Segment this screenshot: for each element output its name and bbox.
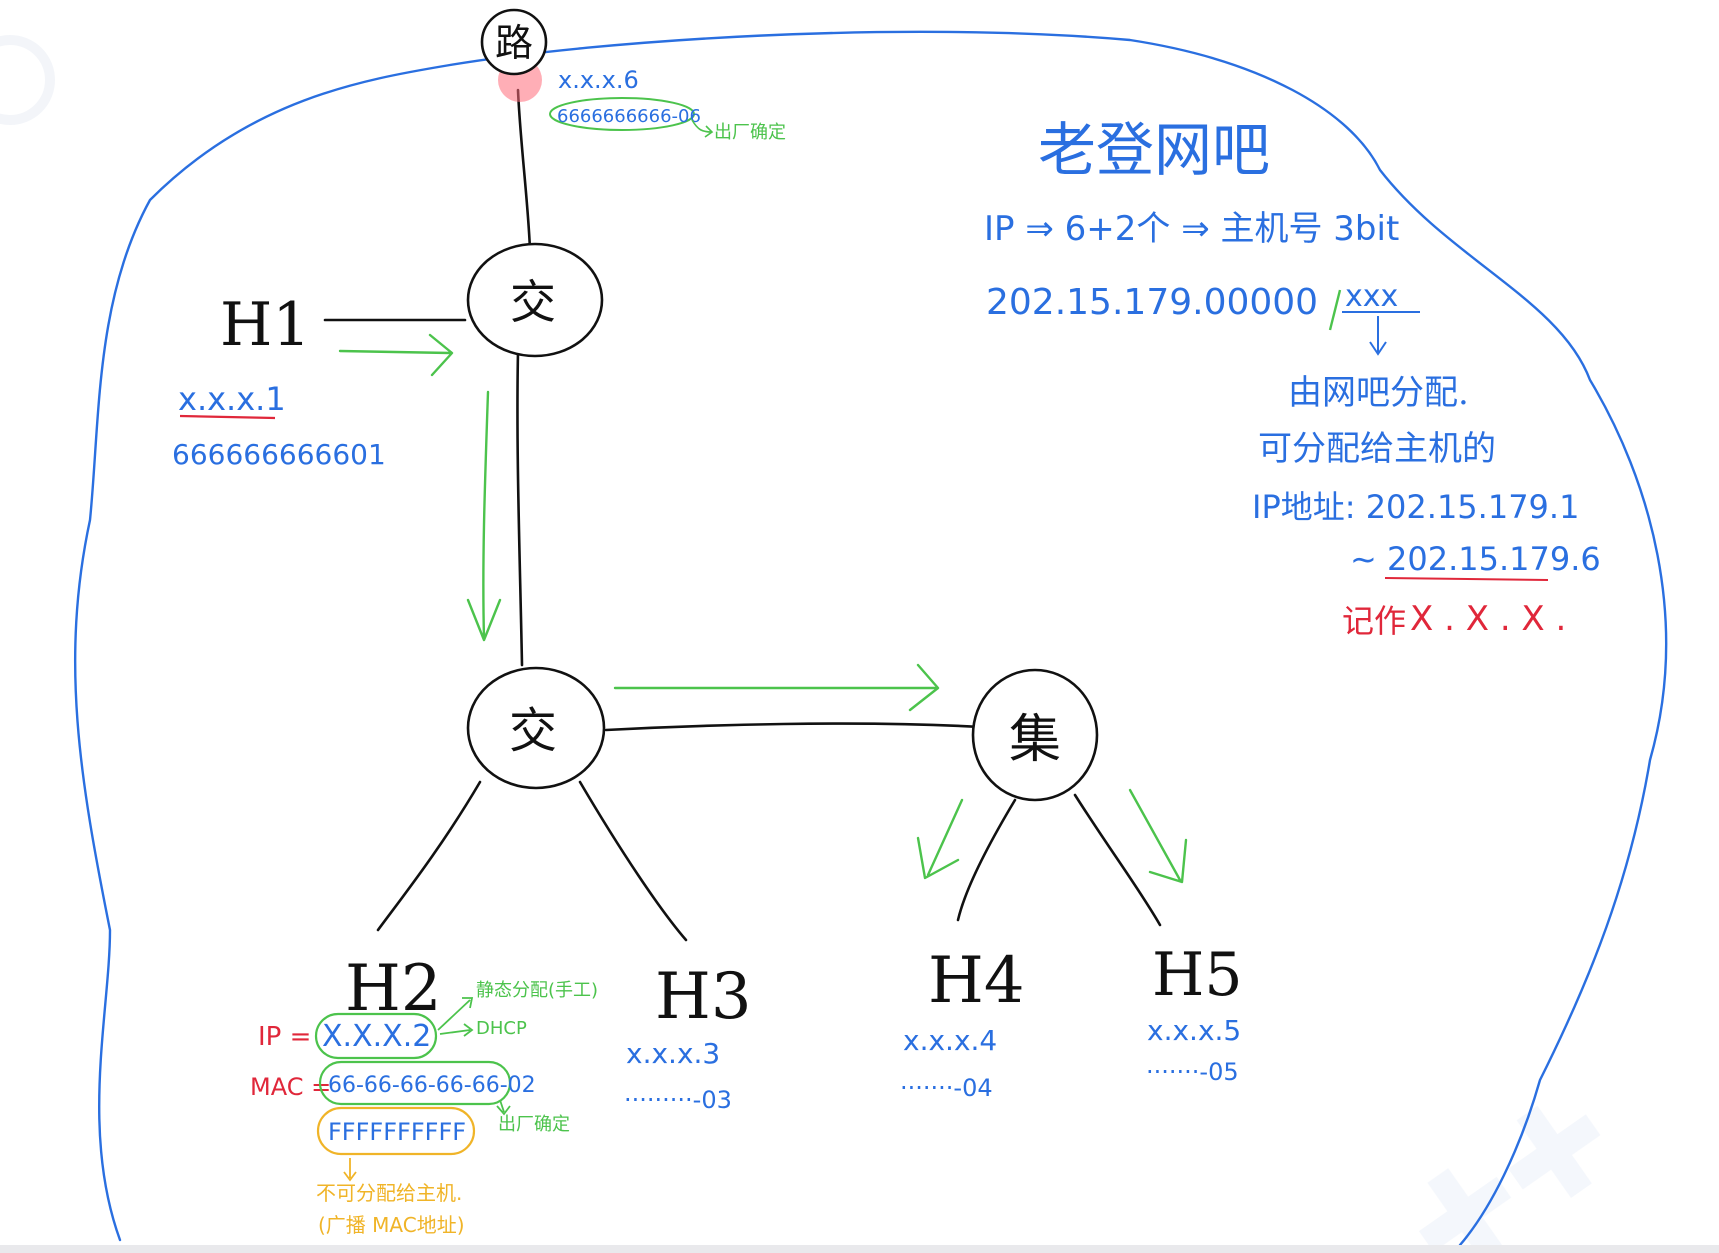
notes-line4: 可分配给主机的 xyxy=(1258,429,1496,469)
notes-line7-label: 记作 xyxy=(1342,602,1406,640)
switch-top-node: 交 xyxy=(466,242,604,358)
link-switch-h3 xyxy=(578,780,688,942)
notes-line2-prefix: 202.15.179.00000 xyxy=(986,282,1318,323)
arrow-hub-to-h5 xyxy=(1128,788,1188,884)
h2-mac-label: MAC = xyxy=(250,1073,331,1101)
router-node: 路 xyxy=(480,8,548,102)
h4-mac: ·······-04 xyxy=(900,1074,993,1102)
h3-ip: x.x.x.3 xyxy=(626,1037,720,1070)
switch-top-label: 交 xyxy=(510,275,556,329)
link-router-switch xyxy=(516,88,532,252)
notes-line5: IP地址: 202.15.179.1 xyxy=(1252,488,1579,526)
traffic-arrows xyxy=(338,333,1188,884)
h4-name: H4 xyxy=(928,944,1025,1018)
h2-mac-circle xyxy=(318,1060,512,1106)
host-h5: H5 x.x.x.5 ·······-05 xyxy=(1146,940,1243,1086)
h2-broadcast: FFFFFFFFFF xyxy=(328,1118,466,1146)
notes-line3: 由网吧分配. xyxy=(1288,373,1469,413)
h2-mac: 66-66-66-66-66-02 xyxy=(328,1073,536,1098)
h4-ip: x.x.x.4 xyxy=(903,1024,997,1057)
addressing-notes: 老登网吧 IP ⇒ 6+2个 ⇒ 主机号 3bit 202.15.179.000… xyxy=(984,116,1601,640)
arrow-switch-to-hub xyxy=(613,663,940,712)
h1-ip: x.x.x.1 xyxy=(178,380,286,418)
h3-mac: ·········-03 xyxy=(624,1086,732,1114)
notes-down-arrow xyxy=(1369,316,1387,356)
hub-label: 集 xyxy=(1009,710,1061,770)
router-label: 路 xyxy=(495,21,533,65)
link-switch-switch xyxy=(516,350,524,667)
arrow-h1-to-switch xyxy=(338,333,454,377)
arrow-hub-to-h4 xyxy=(916,798,964,880)
h3-name: H3 xyxy=(655,960,752,1034)
h5-ip: x.x.x.5 xyxy=(1147,1014,1241,1047)
h2-ip-arrows xyxy=(437,997,474,1037)
lan-boundary xyxy=(73,30,1668,1247)
notes-title: 老登网吧 xyxy=(1038,116,1270,184)
host-h2: H2 IP = X.X.X.2 静态分配(手工) DHCP MAC = 66-6… xyxy=(250,952,598,1237)
notes-line2-suffix: xxx xyxy=(1345,279,1398,314)
notes-line6-underline xyxy=(1384,577,1549,581)
router-info: x.x.x.6 6666666666-06 出厂确定 xyxy=(549,66,786,143)
h1-mac: 666666666601 xyxy=(172,438,386,471)
router-mac-arrow xyxy=(691,119,714,138)
link-hub-h4 xyxy=(956,798,1017,922)
network-links xyxy=(323,88,1162,942)
switch-mid-label: 交 xyxy=(509,703,557,759)
h2-broadcast-circle xyxy=(316,1106,476,1156)
h5-mac: ·······-05 xyxy=(1146,1058,1239,1086)
host-h4: H4 x.x.x.4 ·······-04 xyxy=(900,944,1025,1102)
link-switch-hub xyxy=(604,722,982,732)
switch-mid-node: 交 xyxy=(466,666,606,790)
notes-line2-slash xyxy=(1328,289,1342,331)
h2-ip-note-dhcp: DHCP xyxy=(476,1018,527,1039)
router-ip: x.x.x.6 xyxy=(558,66,639,94)
h2-mac-arrow xyxy=(496,1099,511,1116)
notes-line6: ~ 202.15.179.6 xyxy=(1350,540,1601,578)
notes-line7-xxx: X . X . X . xyxy=(1410,599,1566,639)
router-mac: 6666666666-06 xyxy=(557,106,701,127)
h1-name: H1 xyxy=(220,290,311,360)
h2-ip-note-static: 静态分配(手工) xyxy=(476,980,598,1001)
link-switch-h2 xyxy=(376,780,482,932)
link-hub-h5 xyxy=(1073,793,1162,927)
h5-name: H5 xyxy=(1152,940,1243,1010)
h2-broadcast-arrow xyxy=(343,1158,357,1182)
h1-ip-underline xyxy=(179,414,276,420)
hub-node: 集 xyxy=(971,668,1099,802)
arrow-switch-down xyxy=(466,390,502,642)
host-h1: H1 x.x.x.1 666666666601 xyxy=(172,290,386,471)
router-mac-note: 出厂确定 xyxy=(714,122,786,143)
h2-mac-note: 出厂确定 xyxy=(498,1114,570,1135)
h2-ip: X.X.X.2 xyxy=(322,1019,431,1054)
h2-ip-label: IP = xyxy=(258,1022,311,1052)
h2-broadcast-note-1: 不可分配给主机. xyxy=(316,1181,462,1205)
bottom-scrollbar[interactable] xyxy=(0,1245,1719,1253)
router-mac-circle xyxy=(549,97,695,131)
notes-line1: IP ⇒ 6+2个 ⇒ 主机号 3bit xyxy=(984,209,1399,249)
h2-broadcast-note-2: (广播 MAC地址) xyxy=(318,1213,465,1237)
host-h3: H3 x.x.x.3 ·········-03 xyxy=(624,960,752,1114)
svg-text:✚✚: ✚✚ xyxy=(1378,1060,1644,1253)
h2-ip-circle xyxy=(314,1012,438,1060)
